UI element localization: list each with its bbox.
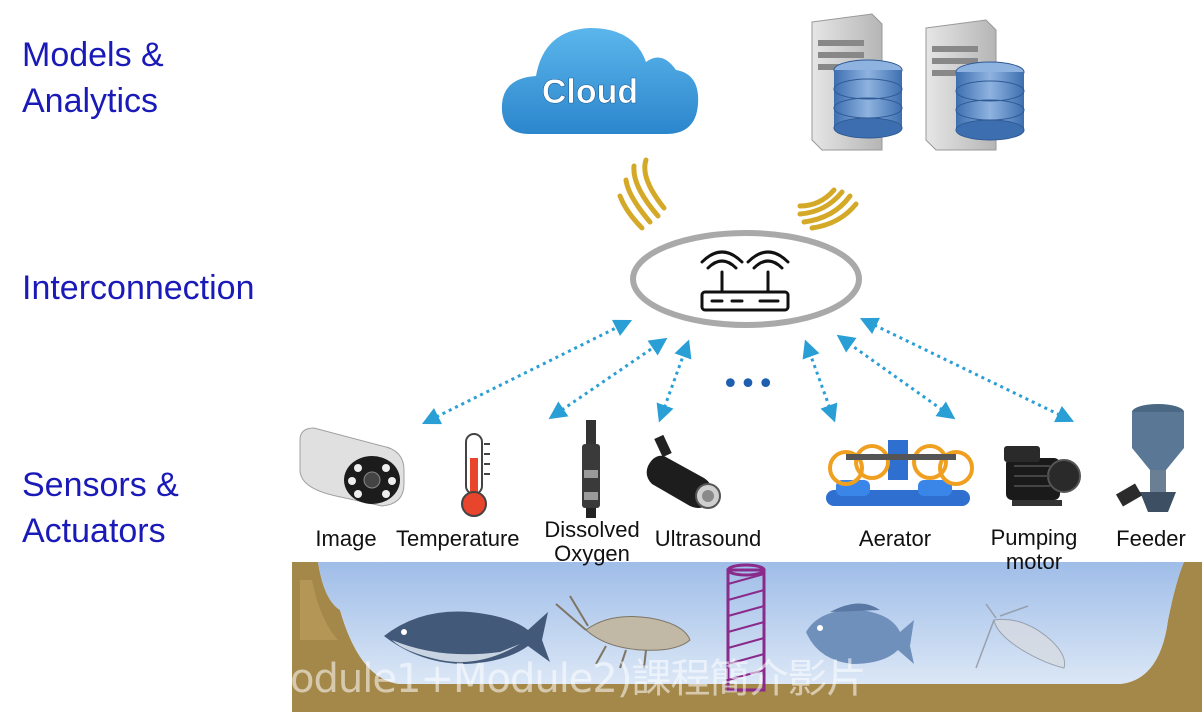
ultrasonic-sensor-icon <box>646 434 721 509</box>
wireless-signal-icon <box>797 187 859 231</box>
device-label-image: Image <box>306 527 386 551</box>
fish-feeder-icon <box>1115 404 1184 512</box>
arrow-aerator <box>802 339 838 423</box>
layer-label-line: Models & <box>22 36 164 74</box>
layer-label-line: Actuators <box>22 512 166 550</box>
device-label-line: Aerator <box>858 526 932 551</box>
router-icon <box>700 250 790 312</box>
pond-illustration <box>292 562 1202 712</box>
device-label-line: Ultrasound <box>654 526 762 551</box>
device-label-feeder: Feeder <box>1114 527 1188 551</box>
arrow-dissolved-oxygen <box>548 337 668 420</box>
device-label-line: Image <box>315 526 377 551</box>
gateway-ellipse <box>630 230 862 328</box>
device-label-temperature: Temperature <box>396 526 520 551</box>
water-probe-icon <box>726 563 766 692</box>
tilapia-fish-icon <box>806 603 914 664</box>
cloud-label: Cloud <box>542 73 638 111</box>
video-caption: Introduction (Module1+Module2)課程簡介影片 <box>0 656 866 702</box>
paddlewheel-aerator-icon <box>826 440 974 506</box>
layer-label-models-analytics: Models & Analytics <box>22 32 164 124</box>
device-label-line: motor <box>1005 549 1063 574</box>
device-label-dissolved-oxygen: Dissolved Oxygen <box>540 518 644 566</box>
wireless-signal-icon <box>617 157 667 231</box>
device-label-pumping-motor: Pumping motor <box>984 526 1084 574</box>
device-label-line: Oxygen <box>554 541 630 566</box>
device-label-line: Feeder <box>1116 526 1186 551</box>
layer-label-line: Analytics <box>22 82 159 120</box>
device-label-line: Pumping <box>990 525 1078 550</box>
layer-label-sensors-actuators: Sensors & Actuators <box>22 462 179 554</box>
cloud-icon <box>501 28 699 134</box>
arrow-pumping-motor <box>836 334 956 420</box>
shrimp-icon <box>555 595 691 669</box>
layer-label-interconnection: Interconnection <box>22 269 255 307</box>
pump-motor-icon <box>1004 446 1081 506</box>
arrow-image <box>421 319 633 425</box>
arrow-ultrasound <box>656 339 692 423</box>
device-label-aerator: Aerator <box>850 527 940 551</box>
prawn-icon <box>975 603 1066 669</box>
more-devices-ellipsis: ••• <box>721 367 774 402</box>
arrow-feeder <box>859 317 1075 423</box>
security-camera-icon <box>299 427 405 507</box>
device-label-line: Dissolved <box>544 517 640 542</box>
tuna-fish-icon <box>384 611 550 664</box>
oxygen-probe-icon <box>582 420 600 518</box>
connection-arrows <box>421 317 1075 425</box>
device-label-ultrasound: Ultrasound <box>652 527 764 551</box>
device-label-line: Temperature <box>396 526 520 551</box>
server-database-icon <box>811 13 903 151</box>
layer-label-line: Sensors & <box>22 466 179 504</box>
thermometer-icon <box>461 433 490 517</box>
server-database-icon <box>925 19 1025 151</box>
